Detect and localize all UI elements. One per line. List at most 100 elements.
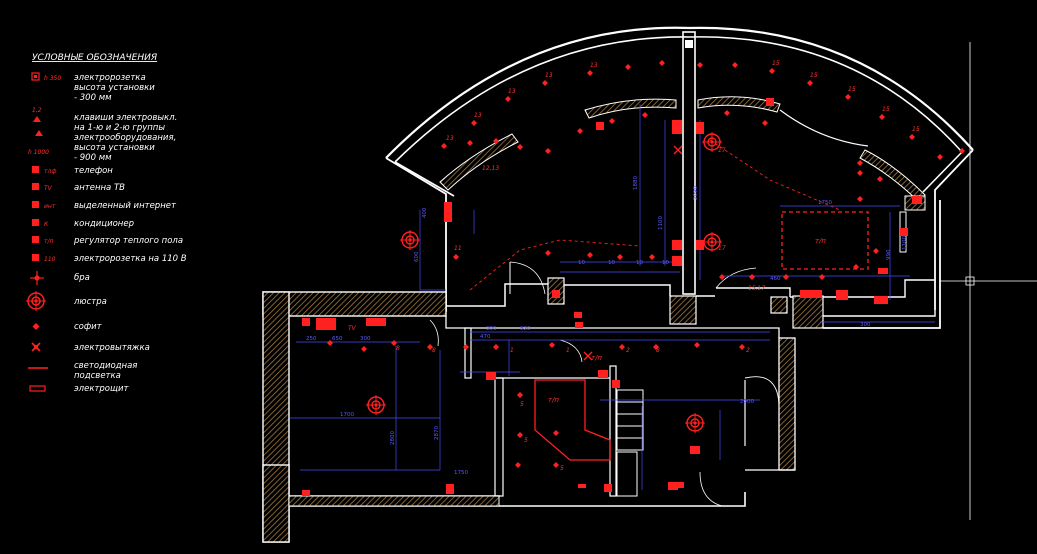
circuit-number: 5: [520, 401, 524, 408]
circuit-number: 15,17: [748, 285, 765, 292]
floor-heating-label-1: т/п: [815, 237, 826, 245]
legend-code-6: т/п: [44, 238, 54, 245]
legend-item-1-line-0: клавиши электровыкл.: [74, 113, 177, 123]
socket-110v-icon: [32, 254, 39, 261]
circuit-number: 15: [810, 72, 818, 79]
legend-item-2: телефон: [74, 166, 113, 176]
dim-label: 520: [520, 326, 531, 332]
circuit-number: 1: [510, 347, 514, 354]
legend-item-5: кондиционер: [74, 219, 134, 229]
electrical-devices: [302, 98, 922, 496]
floor-plan: т/п т/п т/п: [262, 26, 1037, 543]
legend-code-3: TV: [44, 185, 53, 192]
circuit-number: 1: [566, 347, 570, 354]
circuit-number: 2: [626, 347, 630, 354]
legend-item-9: люстра: [73, 297, 107, 307]
wall-lamp-icon: [30, 271, 44, 285]
legend-item-1-line-2: электрооборудования,: [74, 133, 176, 143]
legend-code-7: 110: [44, 256, 56, 263]
dim-label: 10: [636, 260, 643, 266]
dim-label: 250: [306, 336, 317, 342]
chandelier-icon: [702, 132, 722, 152]
circuit-number: 8: [656, 347, 660, 354]
legend-code-1b: h 1000: [28, 149, 49, 156]
balcony-inner-arc: [394, 36, 963, 163]
socket-icon: [31, 72, 40, 81]
floor-heating-zone-1: [781, 211, 869, 270]
dim-label: 2090: [693, 186, 699, 200]
dim-label: 1100: [902, 236, 908, 250]
legend-item-11: электровытяжка: [74, 343, 150, 353]
dim-label: 10: [662, 260, 669, 266]
dim-label: 2870: [434, 426, 440, 440]
legend-item-1-line-1: на 1-ю и 2-ю группы: [74, 123, 165, 133]
legend-code-4: инт: [44, 203, 56, 210]
dim-label: 1700: [340, 412, 354, 418]
legend-item-10: софит: [74, 322, 103, 332]
dim-label: 1880: [633, 176, 639, 190]
circuit-number: 17: [718, 147, 726, 154]
legend-code-1: 1,2: [32, 107, 42, 114]
circuit-number: 13: [545, 72, 553, 79]
dim-label: 470: [480, 334, 491, 340]
circuit-number: 12,13: [482, 165, 499, 172]
floor-heating-icon: [32, 236, 39, 243]
dimension-labels: 1750 1880 2090 1100 990 1700 2800 2870 2…: [306, 176, 908, 476]
dim-label: 200: [486, 326, 497, 332]
circuit-number: 13: [590, 62, 598, 69]
chandelier-icon: [26, 291, 46, 311]
spotlight-icon: [32, 323, 40, 330]
tv-antenna-icon: [32, 183, 39, 190]
electrical-panel-icon: [29, 385, 46, 392]
dim-label: 990: [886, 249, 892, 260]
circuit-number: 13: [474, 112, 482, 119]
tv-label: TV: [348, 325, 357, 332]
dim-label: 10: [608, 260, 615, 266]
dim-label: 650: [332, 336, 343, 342]
circuit-number: 5: [524, 437, 528, 444]
legend-item-0-line-2: - 300 мм: [74, 93, 112, 103]
circuit-number: 17: [718, 245, 726, 252]
dim-label: 460: [770, 276, 781, 282]
floor-heating-zone-2: [534, 379, 611, 461]
chandelier-icon: [685, 413, 705, 433]
legend-item-3: антенна ТВ: [74, 183, 125, 193]
chandeliers: [366, 132, 722, 433]
dim-label: 300: [860, 322, 871, 328]
circuit-number: 15: [772, 60, 780, 67]
dim-label: 10: [578, 260, 585, 266]
dim-label: 300: [360, 336, 371, 342]
dim-label: 1100: [658, 216, 664, 230]
internet-icon: [32, 201, 39, 208]
chandelier-icon: [366, 395, 386, 415]
legend-item-0-line-1: высота установки: [74, 83, 155, 93]
floor-heating-label-3: т/п: [591, 354, 602, 362]
legend-item-8: бра: [74, 273, 90, 283]
legend-item-1-line-3: высота установки: [74, 143, 155, 153]
legend-title: УСЛОВНЫЕ ОБОЗНАЧЕНИЯ: [32, 53, 157, 63]
legend-code-2: тлф: [44, 168, 56, 175]
spotlights: [327, 60, 965, 468]
circuit-number: 2: [746, 347, 750, 354]
circuit-number: 8: [432, 347, 436, 354]
legend-item-6: регулятор теплого пола: [73, 236, 183, 246]
legend-item-12-line-1: подсветка: [74, 371, 121, 381]
circuit-number: 5: [560, 465, 564, 472]
circuit-markers: 13 13 13 13 13 15 15 15 15 15 17 17 5 5 …: [396, 60, 920, 472]
legend-item-4: выделенный интернет: [74, 201, 177, 211]
dim-label: 1750: [454, 470, 468, 476]
legend-item-7: электророзетка на 110 В: [74, 254, 187, 264]
dim-label: 2000: [740, 399, 754, 405]
dim-label: 1750: [818, 200, 832, 206]
balcony-outer-arc: [385, 26, 974, 159]
dim-label: 400: [422, 207, 428, 218]
dim-label: 600: [414, 251, 420, 262]
air-conditioner-icon: [32, 219, 39, 226]
circuit-number: 8: [396, 345, 400, 352]
legend-code-5: К: [44, 221, 49, 228]
circuit-number: 13: [446, 135, 454, 142]
circuit-number: 13: [508, 88, 516, 95]
legend-code-0: h 350: [44, 75, 61, 82]
dim-label: 2800: [390, 431, 396, 445]
